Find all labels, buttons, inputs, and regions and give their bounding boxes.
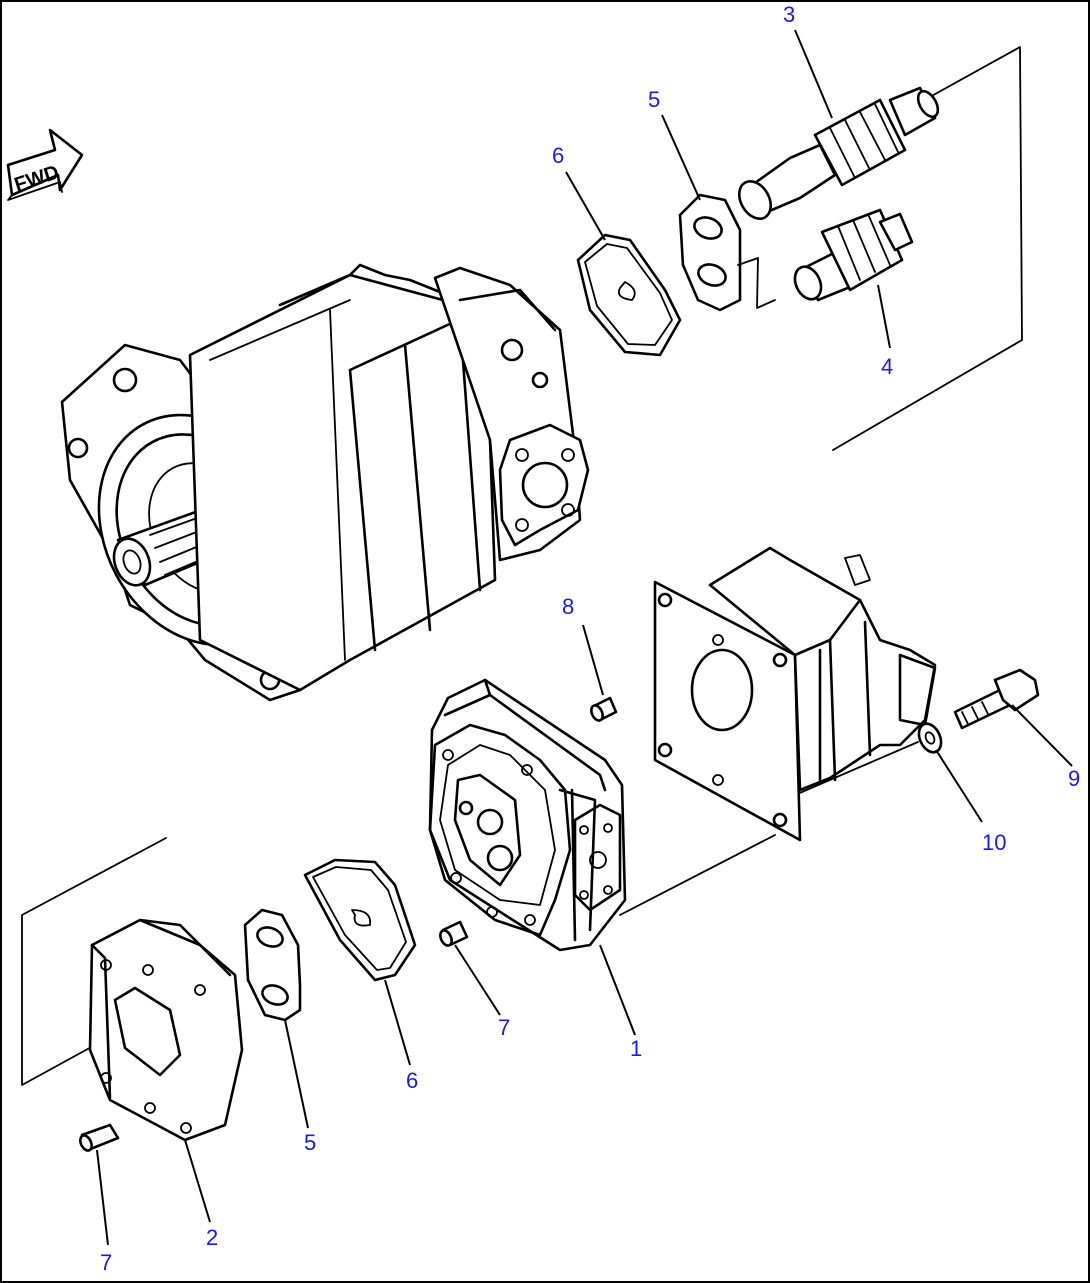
bolt-part9 [953, 668, 1040, 730]
callout-9: 9 [1068, 766, 1080, 791]
dowel-pin-part7-mid [439, 920, 469, 947]
callout-6-upper: 6 [552, 143, 564, 168]
callout-5-lower: 5 [304, 1130, 316, 1155]
callout-7-mid: 7 [498, 1015, 510, 1040]
end-cover-part2 [88, 918, 244, 1142]
gasket-lower [303, 858, 417, 982]
callout-4: 4 [881, 354, 893, 379]
dowel-pin-part7-bottom [79, 1123, 120, 1152]
rear-pump-assembly [653, 546, 937, 842]
callout-10: 10 [982, 830, 1006, 855]
upper-bracket [737, 46, 1023, 451]
drive-gear-shaft [737, 86, 940, 220]
main-pump-assembly [60, 263, 590, 702]
fwd-arrow-icon: FWD [6, 128, 84, 201]
driven-gear [793, 208, 914, 302]
pump-body-part1 [428, 678, 627, 952]
callout-7-bottom: 7 [100, 1250, 112, 1275]
leader-lines [96, 29, 1073, 1246]
gasket-upper [576, 233, 682, 357]
callout-5-upper: 5 [648, 87, 660, 112]
callout-2: 2 [206, 1225, 218, 1250]
callout-8: 8 [562, 594, 574, 619]
fwd-label: FWD [12, 161, 62, 196]
dowel-pin-part8 [590, 696, 618, 722]
bearing-plate-lower [243, 908, 302, 1022]
callout-labels: 1 2 3 4 5 5 6 6 7 7 8 9 10 [100, 2, 1080, 1275]
bearing-plate-upper [678, 193, 742, 312]
callout-3: 3 [783, 2, 795, 27]
callout-6-lower: 6 [406, 1068, 418, 1093]
lower-bracket [21, 741, 919, 1086]
callout-1: 1 [630, 1036, 642, 1061]
